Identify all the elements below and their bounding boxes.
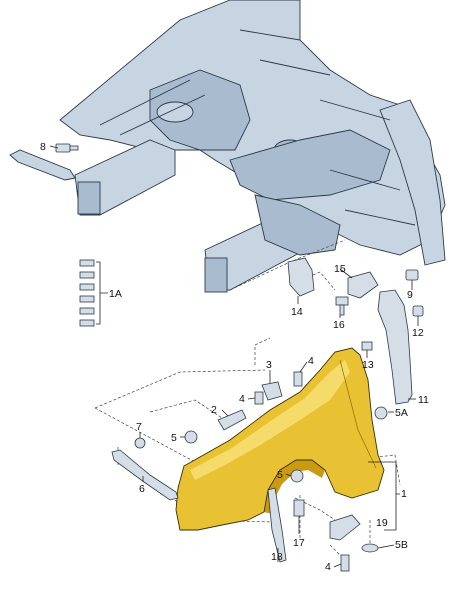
screw-set-1A[interactable] xyxy=(79,259,95,327)
callout-15: 15 xyxy=(334,263,346,275)
rail-end-left xyxy=(77,181,101,215)
cowl-crossmember xyxy=(229,129,391,201)
fender-panel[interactable] xyxy=(176,348,384,530)
fender-outline xyxy=(175,347,385,531)
callout-9: 9 xyxy=(407,289,413,301)
strut-mount xyxy=(156,101,194,123)
bracket-15[interactable] xyxy=(347,271,379,299)
vehicle-front-structure xyxy=(9,0,446,293)
callout-labels: 8 1A 14 15 16 9 12 11 13 3 4 4 2 5A 5 7 … xyxy=(40,141,429,573)
fender-edge-line xyxy=(339,359,377,469)
nut-7[interactable] xyxy=(134,437,146,449)
callout-4b: 4 xyxy=(239,393,245,405)
rail-end-right xyxy=(204,257,228,293)
callout-18: 18 xyxy=(271,551,283,563)
callout-11: 11 xyxy=(418,394,429,406)
callout-16: 16 xyxy=(333,319,345,331)
strut-tower xyxy=(149,69,251,151)
screw-5A[interactable] xyxy=(374,406,388,420)
screw-4c[interactable] xyxy=(340,554,350,572)
bracket-2[interactable] xyxy=(217,409,247,431)
bracket-3[interactable] xyxy=(261,381,283,401)
parts xyxy=(55,143,424,572)
wheelhouse-apron xyxy=(254,194,341,256)
callout-5B: 5B xyxy=(395,539,408,551)
screw-4b[interactable] xyxy=(254,391,264,405)
bolt-16[interactable] xyxy=(335,296,349,316)
screw-12[interactable] xyxy=(412,305,424,317)
callout-5a: 5 xyxy=(171,432,177,444)
bracket-14[interactable] xyxy=(287,257,315,297)
callout-17: 17 xyxy=(293,537,305,549)
a-pillar xyxy=(379,99,446,266)
callout-14: 14 xyxy=(291,306,303,318)
callout-7: 7 xyxy=(136,421,142,433)
trim-strip-18[interactable] xyxy=(267,487,287,563)
callout-12: 12 xyxy=(412,327,424,339)
screw-13[interactable] xyxy=(361,341,373,351)
clip-9[interactable] xyxy=(405,269,419,281)
bracket-6[interactable] xyxy=(111,449,179,501)
callout-8: 8 xyxy=(40,141,46,153)
splash-shield-11[interactable] xyxy=(377,289,413,405)
firewall-panel xyxy=(59,0,446,256)
callout-5A: 5A xyxy=(395,407,408,419)
bolt-8[interactable] xyxy=(55,143,79,153)
callout-4a: 4 xyxy=(308,355,314,367)
callout-3: 3 xyxy=(266,359,272,371)
screw-5b[interactable] xyxy=(290,469,304,483)
callout-13: 13 xyxy=(362,359,374,371)
fender-highlight xyxy=(190,360,350,480)
callout-4c: 4 xyxy=(325,561,331,573)
body-bracket-left xyxy=(9,149,76,181)
callout-19: 19 xyxy=(376,517,388,529)
callout-6: 6 xyxy=(139,483,145,495)
callout-2: 2 xyxy=(211,404,217,416)
callout-1A: 1A xyxy=(109,288,122,300)
fender-wheel-arch-shadow xyxy=(264,460,325,514)
callout-1: 1 xyxy=(401,488,407,500)
front-fender[interactable] xyxy=(175,347,385,531)
leader-lines xyxy=(49,145,419,568)
screw-5a[interactable] xyxy=(184,430,198,444)
screw-4a[interactable] xyxy=(293,371,303,387)
screw-17[interactable] xyxy=(293,499,305,517)
callout-5b: 5 xyxy=(277,469,283,481)
washer-5B[interactable] xyxy=(361,543,379,553)
bracket-19[interactable] xyxy=(329,514,361,541)
